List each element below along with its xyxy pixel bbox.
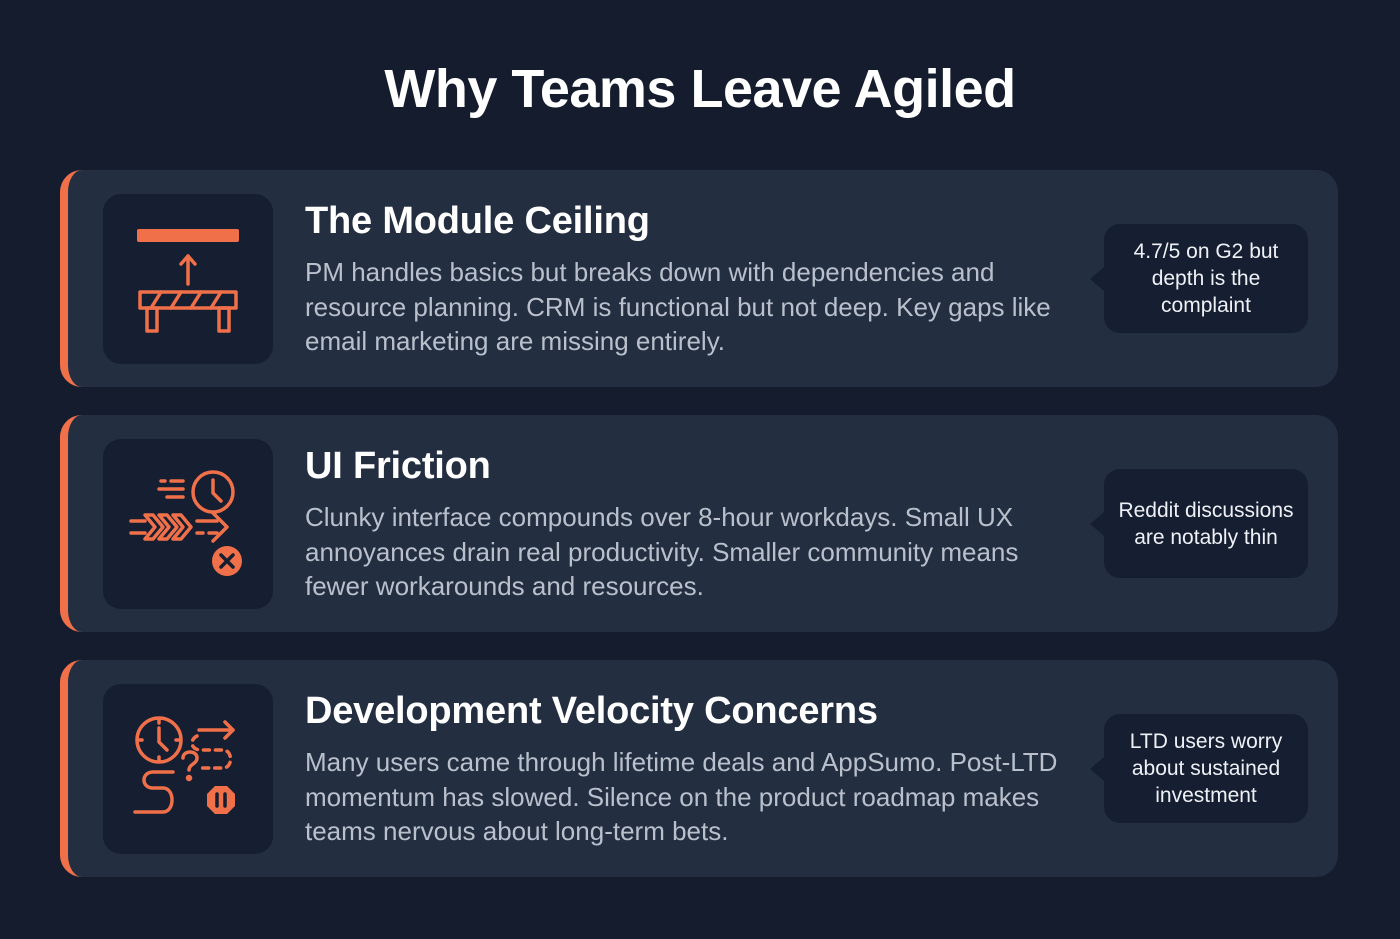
- friction-clock-icon: [129, 470, 242, 576]
- callout-bubble: LTD users worry about sustained investme…: [1090, 714, 1308, 823]
- card-description: Clunky interface compounds over 8-hour w…: [305, 502, 1019, 601]
- icon-container: [103, 439, 273, 609]
- callout-text: 4.7/5 on G2 but depth is the complaint: [1133, 240, 1279, 317]
- page-title: Why Teams Leave Agiled: [384, 59, 1016, 119]
- card-description: Many users came through lifetime deals a…: [305, 747, 1058, 846]
- roadmap-pause-icon: [133, 716, 235, 814]
- callout-text: Reddit discussions are notably thin: [1118, 498, 1294, 549]
- reason-card-development-velocity: Development Velocity Concerns Many users…: [60, 660, 1338, 877]
- callout-text: LTD users worry about sustained investme…: [1129, 730, 1283, 807]
- card-title: UI Friction: [305, 445, 491, 487]
- icon-container: [103, 194, 273, 364]
- icon-container: [103, 684, 273, 854]
- reason-card-ui-friction: UI Friction Clunky interface compounds o…: [60, 415, 1338, 632]
- card-description: PM handles basics but breaks down with d…: [305, 257, 1051, 356]
- card-title: The Module Ceiling: [305, 200, 650, 242]
- ceiling-barrier-icon: [137, 229, 239, 333]
- card-title: Development Velocity Concerns: [305, 690, 878, 732]
- callout-bubble: Reddit discussions are notably thin: [1090, 469, 1308, 578]
- callout-bubble: 4.7/5 on G2 but depth is the complaint: [1090, 224, 1308, 333]
- reason-card-module-ceiling: The Module Ceiling PM handles basics but…: [60, 170, 1338, 387]
